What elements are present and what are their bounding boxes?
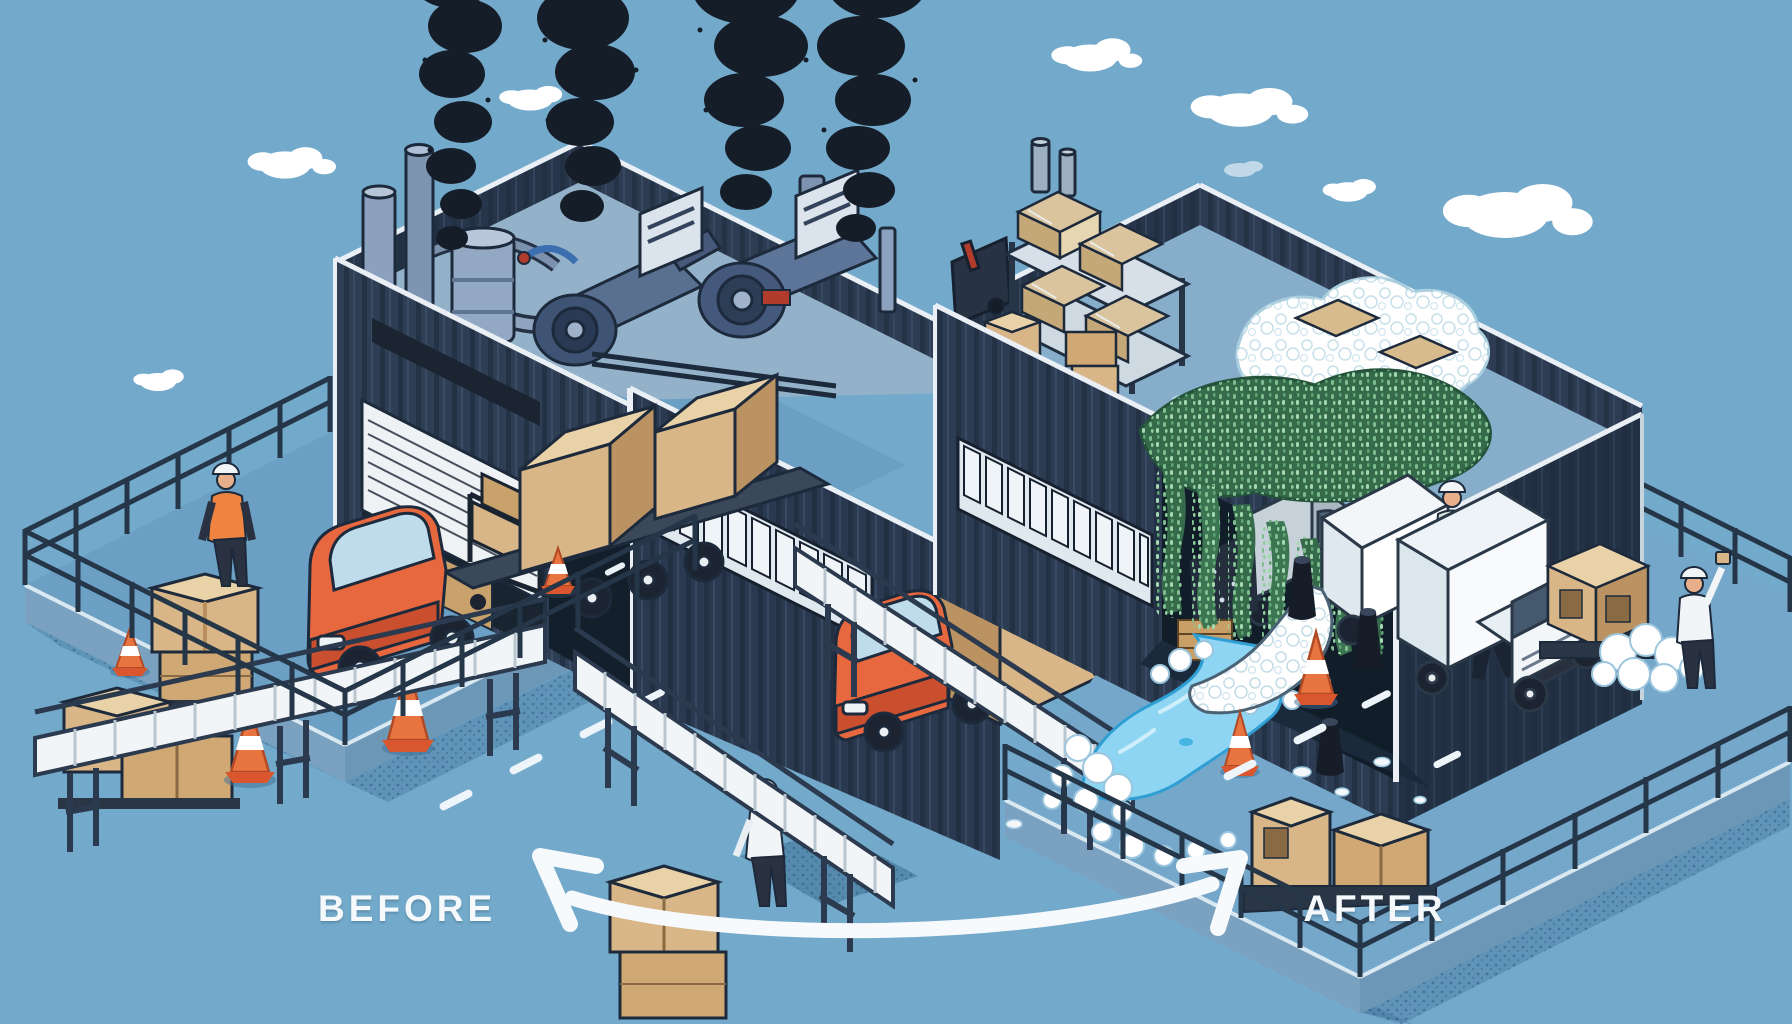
cloud [1322,179,1376,202]
worker-white-cap [1675,551,1731,689]
cloud [1224,161,1263,177]
dark-equipment [950,235,1012,327]
vent-slot [372,318,540,426]
before-label: BEFORE [318,888,497,929]
right-yard-contents [1005,473,1731,914]
smoke-plume [695,0,809,210]
arrowhead-right [1176,850,1248,936]
cloud [133,369,184,391]
smoke-plumes [419,0,922,250]
pallet-boxes [1539,542,1657,659]
traffic-cone [382,659,434,756]
clouds [133,38,1593,391]
conveyor-belt [573,625,895,952]
smoke-plume [537,0,639,222]
guard-railing [22,513,698,745]
smoke-plume [419,0,502,250]
traffic-cone [540,544,576,598]
cloud [1442,183,1593,238]
after-label: AFTER [1303,888,1447,929]
smoke-plume [817,0,922,242]
cloud [1051,38,1143,72]
window-strip [956,435,1154,609]
pallet-boxes [1243,796,1437,914]
cloud [247,147,336,179]
orange-flatbed-truck [306,371,832,691]
cardboard-box-stack [604,864,728,1020]
cloud [499,86,563,111]
bollard [1288,556,1382,776]
arrowhead-left [532,848,604,932]
traffic-cone [110,624,150,678]
comparison-arrow [532,848,1248,939]
guard-railing [22,375,333,585]
traffic-cone [224,701,276,788]
trolley-cart [457,471,551,624]
cloud [1190,87,1309,127]
worker-orange-vest [198,462,256,587]
traffic-cone [1294,627,1338,709]
